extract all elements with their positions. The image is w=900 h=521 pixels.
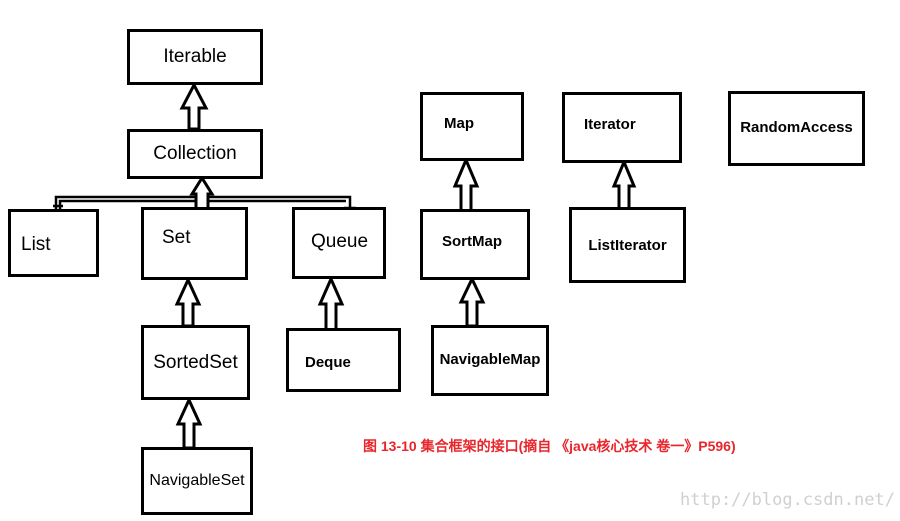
node-iterator-label: Iterator: [584, 116, 636, 133]
node-list: List: [8, 209, 99, 277]
node-collection-label: Collection: [153, 143, 237, 164]
node-navigablemap: NavigableMap: [431, 325, 549, 396]
node-randomaccess: RandomAccess: [728, 91, 865, 166]
arrow-collection-to-iterable: [179, 81, 209, 131]
node-set-label: Set: [162, 227, 191, 248]
arrow-navigableset-to-sortedset: [175, 396, 203, 450]
node-listiterator: ListIterator: [569, 207, 686, 283]
arrow-navigablemap-to-sortmap: [458, 275, 486, 328]
arrow-set-to-collection: [189, 175, 215, 211]
node-randomaccess-label: RandomAccess: [740, 119, 853, 136]
node-list-label: List: [21, 233, 51, 255]
watermark: http://blog.csdn.net/: [680, 490, 895, 510]
node-listiterator-label: ListIterator: [588, 236, 667, 254]
arrow-listiterator-to-iterator: [611, 158, 637, 211]
node-queue-label: Queue: [311, 230, 369, 252]
arrow-sortedset-to-set: [174, 276, 202, 328]
node-sortedset: SortedSet: [141, 325, 250, 400]
node-sortmap: SortMap: [420, 209, 530, 280]
node-sortedset-label: SortedSet: [153, 351, 238, 373]
node-deque-label: Deque: [305, 353, 351, 371]
node-deque: Deque: [286, 328, 401, 392]
node-iterable: Iterable: [127, 29, 263, 85]
node-navigablemap-label: NavigableMap: [439, 350, 541, 368]
node-iterator: Iterator: [562, 92, 682, 163]
node-navigableset: NavigableSet: [141, 447, 253, 515]
arrow-deque-to-queue: [317, 275, 345, 332]
figure-caption: 图 13-10 集合框架的接口(摘自 《java核心技术 卷一》P596): [363, 438, 736, 454]
node-map: Map: [420, 92, 524, 161]
node-navigableset-label: NavigableSet: [149, 472, 245, 489]
node-iterable-label: Iterable: [163, 46, 227, 67]
node-map-label: Map: [444, 115, 474, 132]
arrow-sortmap-to-map: [452, 156, 480, 213]
node-queue: Queue: [292, 207, 386, 279]
node-sortmap-label: SortMap: [442, 233, 502, 250]
node-set: Set: [141, 207, 248, 280]
node-collection: Collection: [127, 129, 263, 179]
